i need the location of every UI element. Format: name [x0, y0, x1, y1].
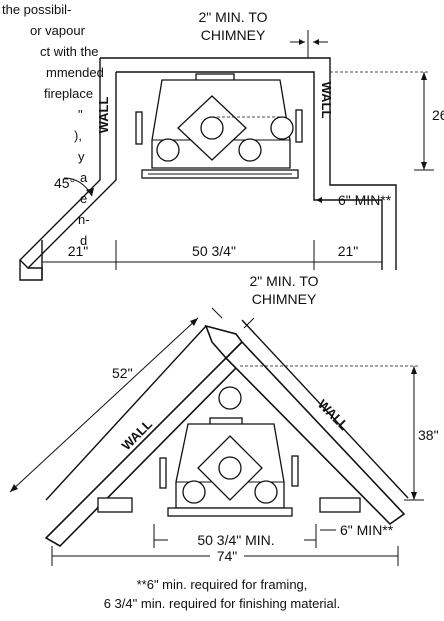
- top-dim-right: 21": [338, 243, 359, 259]
- top-angle-label: 45°: [54, 175, 75, 191]
- bottom-chimney-arrow: [243, 317, 255, 329]
- bottom-side-block-right: [319, 497, 361, 513]
- top-wall-label-right: WALL: [319, 82, 334, 119]
- top-wall-label-left: WALL: [96, 97, 111, 134]
- top-diagram: 2" MIN. TO CHIMNEY WALL WALL: [19, 9, 444, 281]
- bottom-chimney-label-2: CHIMNEY: [252, 291, 317, 307]
- top-dim-left: 21": [68, 243, 89, 259]
- top-min-label: 6" MIN**: [338, 192, 392, 208]
- top-angle-arrowhead: [86, 188, 94, 196]
- text-fragment: ),: [74, 128, 82, 143]
- top-min-arrowhead: [316, 197, 322, 203]
- top-chimney-label-2: CHIMNEY: [201, 27, 266, 43]
- top-stove-circle: [270, 116, 294, 140]
- text-fragment: fireplace: [44, 86, 93, 101]
- top-depth-label: 26": [432, 107, 444, 123]
- top-depth-arrowhead: [421, 72, 427, 80]
- text-fragment: ct with the: [40, 44, 99, 59]
- text-fragment: mmended: [46, 65, 104, 80]
- top-stove-circle: [156, 138, 180, 162]
- top-stove-circle: [238, 138, 262, 162]
- text-fragment: y: [78, 149, 85, 164]
- bottom-wall-corner: [204, 324, 244, 360]
- footnote-line-2: 6 3/4" min. required for finishing mater…: [104, 596, 341, 611]
- bottom-diagram: 2" MIN. TO CHIMNEY WALL WALL 52": [9, 273, 439, 566]
- bottom-right-wall-outer: [241, 319, 409, 499]
- top-stove-handle-left: [135, 111, 143, 145]
- text-fragment: the possibil-: [2, 2, 71, 17]
- text-fragment: d: [80, 233, 87, 248]
- footnote-line-1: **6" min. required for framing,: [137, 577, 308, 592]
- bottom-diag-label: 52": [112, 365, 133, 381]
- bottom-stove-circle: [218, 456, 242, 480]
- bottom-diag-arrowhead: [190, 318, 198, 326]
- bottom-chimney-label-1: 2" MIN. TO: [249, 273, 318, 289]
- bottom-stove-flue: [218, 386, 242, 410]
- bottom-width-label: 50 3/4" MIN.: [197, 532, 274, 548]
- top-left-wall: [19, 58, 117, 269]
- bottom-diag-dim: [9, 317, 199, 493]
- text-fragment: n-: [78, 212, 90, 227]
- bottom-stove-circle: [254, 480, 278, 504]
- bottom-diag-arrowhead: [10, 484, 18, 492]
- top-depth-arrowhead: [421, 162, 427, 170]
- cropped-body-text: the possibil- or vapour ct with the mmen…: [2, 2, 104, 248]
- bottom-depth-arrowhead: [411, 366, 417, 374]
- top-stove-circle: [200, 116, 224, 140]
- top-chimney-label-1: 2" MIN. TO: [198, 9, 267, 25]
- bottom-side-block-left: [97, 497, 133, 513]
- bottom-overall-label-bg: [210, 548, 244, 564]
- bottom-stove-circle: [182, 480, 206, 504]
- text-fragment: a: [80, 170, 88, 185]
- bottom-stove-handle-right: [291, 455, 299, 487]
- text-fragment: ": [78, 107, 83, 122]
- top-chimney-arrowhead: [299, 39, 305, 45]
- text-fragment: e: [80, 191, 87, 206]
- text-fragment: or vapour: [30, 23, 86, 38]
- top-chimney-arrowhead: [313, 39, 319, 45]
- bottom-overall-label: 74": [217, 548, 238, 564]
- bottom-chimney-arrow: [211, 307, 223, 319]
- bottom-stove-handle-left: [159, 457, 167, 489]
- bottom-left-wall-outer: [45, 325, 207, 501]
- bottom-depth-arrowhead: [411, 492, 417, 500]
- top-enclosure-outer: [100, 57, 397, 270]
- bottom-width-label-bg: [168, 530, 304, 548]
- top-stove-handle-right: [295, 109, 303, 143]
- bottom-depth-label: 38": [418, 427, 439, 443]
- top-dim-center: 50 3/4": [192, 243, 236, 259]
- bottom-min-label: 6" MIN**: [340, 522, 394, 538]
- bottom-stove-hearth: [167, 507, 293, 517]
